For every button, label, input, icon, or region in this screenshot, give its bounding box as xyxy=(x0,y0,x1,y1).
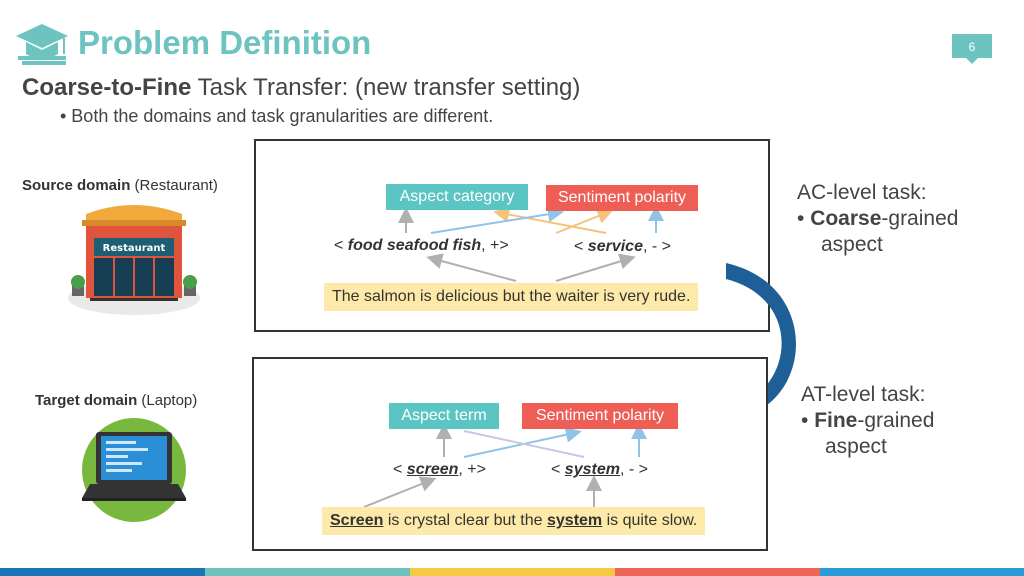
page-number-badge xyxy=(952,34,992,64)
tuple-term: system xyxy=(564,461,620,478)
ac-task-line3: aspect xyxy=(821,233,883,256)
sentence-part1: is crystal clear but the xyxy=(383,512,547,529)
restaurant-sign: Restaurant xyxy=(103,243,166,254)
footer-stripe xyxy=(410,568,615,576)
subtitle-rest: Task Transfer: (new transfer setting) xyxy=(191,74,581,101)
footer-stripe xyxy=(0,568,205,576)
sentiment-polarity-box: Sentiment polarity xyxy=(522,403,678,429)
target-domain-rest: (Laptop) xyxy=(137,392,198,409)
tuple-term: service xyxy=(587,238,643,255)
aspect-category-box: Aspect category xyxy=(386,184,528,210)
page-number: 6 xyxy=(968,40,976,54)
source-tuple-right: < service, - > xyxy=(574,238,671,256)
tuple-rest: , +> xyxy=(458,461,486,478)
tuple-term: food seafood fish xyxy=(347,237,482,254)
sentence-part2: is quite slow. xyxy=(602,512,698,529)
ac-task-title: AC-level task: xyxy=(797,181,927,204)
footer-stripe xyxy=(615,568,820,576)
ac-task-bullet: • Coarse-grained xyxy=(797,206,958,232)
ac-task-text: AC-level task: • Coarse-grained aspect xyxy=(797,180,958,258)
tuple-open: < xyxy=(334,237,348,254)
tuple-open: < xyxy=(551,461,565,478)
sentence-word-system: system xyxy=(547,512,603,529)
source-domain-bold: Source domain xyxy=(22,177,131,194)
at-task-bullet: • Fine-grained xyxy=(801,408,934,434)
tuple-open: < xyxy=(393,461,407,478)
ac-task-rest: -grained xyxy=(881,207,959,230)
at-task-title: AT-level task: xyxy=(801,383,926,406)
subtitle: Coarse-to-Fine Task Transfer: (new trans… xyxy=(22,74,580,102)
ac-task-bold: Coarse xyxy=(810,207,882,230)
source-tuple-left: < food seafood fish, +> xyxy=(334,237,509,255)
target-domain-label: Target domain (Laptop) xyxy=(35,392,197,409)
tuple-open: < xyxy=(574,238,588,255)
source-domain-rest: (Restaurant) xyxy=(130,177,218,194)
sentiment-polarity-box: Sentiment polarity xyxy=(546,185,698,211)
subtitle-bold: Coarse-to-Fine xyxy=(22,74,192,101)
transfer-arrow-icon xyxy=(722,263,796,427)
at-task-bold: Fine xyxy=(814,409,858,432)
at-task-text: AT-level task: • Fine-grained aspect xyxy=(801,382,934,460)
at-task-line3: aspect xyxy=(825,435,887,458)
tuple-rest: , - > xyxy=(642,238,671,255)
target-domain-bold: Target domain xyxy=(35,392,138,409)
bullet-point: • Both the domains and task granularitie… xyxy=(60,106,494,126)
aspect-term-box: Aspect term xyxy=(389,403,499,429)
page-title: Problem Definition xyxy=(78,24,372,61)
laptop-icon xyxy=(82,418,186,522)
target-tuple-right: < system, - > xyxy=(551,461,648,479)
target-tuple-left: < screen, +> xyxy=(393,461,486,479)
sentence-word-screen: Screen xyxy=(330,512,384,529)
source-arrows xyxy=(398,205,664,282)
source-domain-label: Source domain (Restaurant) xyxy=(22,177,218,194)
at-task-dot: • xyxy=(801,409,815,432)
at-task-rest: -grained xyxy=(857,409,935,432)
ac-task-dot: • xyxy=(797,207,811,230)
graduation-cap-icon xyxy=(16,24,68,65)
footer-stripe xyxy=(820,568,1024,576)
target-arrows xyxy=(363,423,647,508)
tuple-rest: , +> xyxy=(481,237,509,254)
tuple-term: screen xyxy=(406,461,459,478)
footer-stripe xyxy=(205,568,410,576)
tuple-rest: , - > xyxy=(619,461,648,478)
target-sentence: Screen is crystal clear but the system i… xyxy=(322,507,706,535)
restaurant-icon: Restaurant xyxy=(68,205,200,315)
source-sentence: The salmon is delicious but the waiter i… xyxy=(324,283,699,311)
